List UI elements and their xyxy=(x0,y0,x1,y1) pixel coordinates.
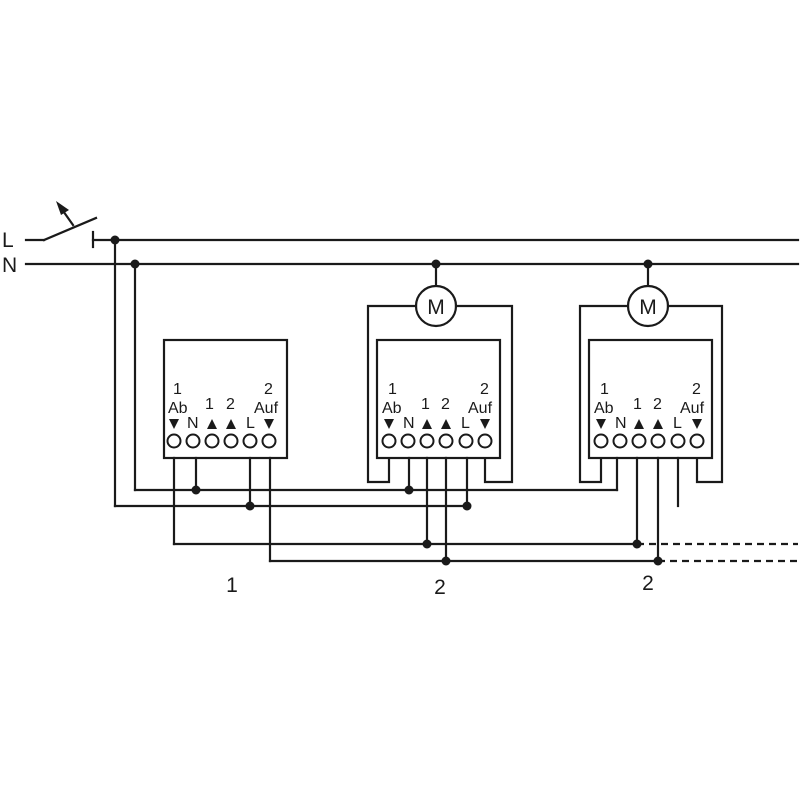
ab-number: 1 xyxy=(173,381,182,398)
l-label: L xyxy=(461,415,470,432)
terminal xyxy=(612,433,628,449)
device-1: 1 Ab N 1 2 L 2 Auf xyxy=(162,338,289,460)
terminal xyxy=(593,433,609,449)
group-number-1: 1 xyxy=(226,574,238,597)
up2-label: 2 xyxy=(226,396,235,413)
junction-dot xyxy=(653,556,663,566)
n-label: N xyxy=(403,415,415,432)
auf-label: Auf xyxy=(468,400,493,417)
auf-label: Auf xyxy=(680,400,705,417)
ab-number: 1 xyxy=(388,381,397,398)
n-label: N xyxy=(615,415,627,432)
junction-dot xyxy=(643,259,653,269)
terminal xyxy=(650,433,666,449)
group-number-2: 2 xyxy=(434,576,446,599)
terminal xyxy=(381,433,397,449)
up2-label: 2 xyxy=(653,396,662,413)
main-switch xyxy=(24,201,117,249)
junction-dot xyxy=(422,539,432,549)
group-number-3: 2 xyxy=(642,572,654,595)
up1-label: 1 xyxy=(205,396,214,413)
auf-number: 2 xyxy=(480,381,489,398)
junction-dot xyxy=(245,501,255,511)
up1-label: 1 xyxy=(633,396,642,413)
auf-number: 2 xyxy=(692,381,701,398)
terminal xyxy=(689,433,705,449)
auf-label: Auf xyxy=(254,400,279,417)
terminal xyxy=(261,433,277,449)
terminal xyxy=(185,433,201,449)
l-label: L xyxy=(673,415,682,432)
up1-label: 1 xyxy=(421,396,430,413)
ab-label: Ab xyxy=(594,400,614,417)
motor-label: M xyxy=(427,296,445,319)
junction-dot xyxy=(462,501,472,511)
auf-number: 2 xyxy=(264,381,273,398)
l-label: L xyxy=(246,415,255,432)
junction-dot xyxy=(441,556,451,566)
terminal xyxy=(631,433,647,449)
motor-label: M xyxy=(639,296,657,319)
terminal xyxy=(438,433,454,449)
ab-number: 1 xyxy=(600,381,609,398)
up2-label: 2 xyxy=(441,396,450,413)
line-l-label: L xyxy=(2,229,14,252)
terminal xyxy=(670,433,686,449)
n-label: N xyxy=(187,415,199,432)
terminal xyxy=(419,433,435,449)
junction-dot xyxy=(110,235,120,245)
terminal xyxy=(242,433,258,449)
terminal xyxy=(400,433,416,449)
terminal xyxy=(166,433,182,449)
junction-dot xyxy=(632,539,642,549)
junction-dot xyxy=(404,485,414,495)
terminal xyxy=(223,433,239,449)
device-3: M 1 Ab N 1 2 L 2 Auf xyxy=(578,259,724,484)
ab-label: Ab xyxy=(168,400,188,417)
line-n-label: N xyxy=(2,254,17,277)
terminal xyxy=(458,433,474,449)
terminal xyxy=(204,433,220,449)
ab-label: Ab xyxy=(382,400,402,417)
junction-dot xyxy=(130,259,140,269)
junction-dot xyxy=(431,259,441,269)
terminal xyxy=(477,433,493,449)
device-2: M 1 Ab N 1 2 L 2 Auf xyxy=(366,259,514,484)
junction-dot xyxy=(191,485,201,495)
